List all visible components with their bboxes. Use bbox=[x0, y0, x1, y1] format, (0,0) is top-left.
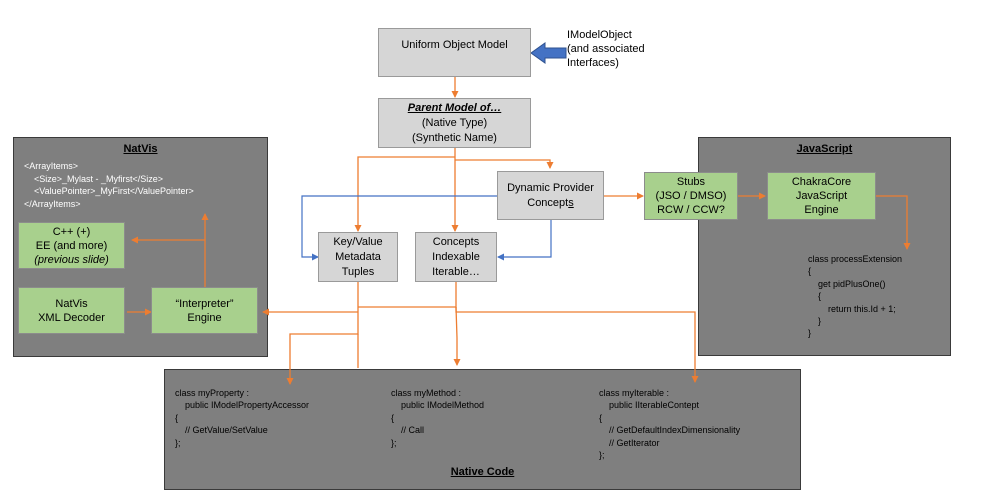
interpreter-line1: “Interpreter” bbox=[175, 297, 234, 310]
cpp-ee-line3: (previous slide) bbox=[34, 253, 109, 266]
cpp-ee-line2: EE (and more) bbox=[35, 239, 108, 252]
stubs-line1: Stubs bbox=[676, 176, 706, 188]
imodel-note-line2: (and associated bbox=[567, 43, 645, 55]
parent-model-title: Parent Model of… bbox=[407, 101, 502, 114]
native-code-myiterable: class myIterable : public IIterableConte… bbox=[599, 388, 741, 461]
javascript-code-snippet: class processExtension { get pidPlusOne(… bbox=[808, 254, 903, 339]
interpreter-engine-box: “Interpreter” Engine bbox=[151, 287, 258, 334]
imodel-note-line3: Interfaces) bbox=[567, 57, 619, 69]
stubs-line2: (JSO / DMSO) bbox=[655, 190, 727, 202]
stubs-box: Stubs (JSO / DMSO) RCW / CCW? bbox=[644, 172, 738, 220]
concepts-line2: Indexable bbox=[432, 250, 480, 263]
dynamic-provider-box: Dynamic Provider Concepts bbox=[497, 171, 604, 220]
native-code-mymethod: class myMethod : public IModelMethod { /… bbox=[391, 388, 485, 448]
uniform-object-model-box: Uniform Object Model bbox=[378, 28, 531, 77]
cpp-ee-box: C++ (+) EE (and more) (previous slide) bbox=[18, 222, 125, 269]
parent-model-synthetic-name: (Synthetic Name) bbox=[412, 131, 497, 144]
concepts-line1: Concepts bbox=[432, 235, 480, 248]
dynamic-provider-s: s bbox=[568, 196, 574, 209]
chakracore-line3: Engine bbox=[804, 204, 839, 216]
parent-model-native-type: (Native Type) bbox=[421, 116, 488, 129]
imodel-arrow-icon bbox=[530, 42, 567, 64]
native-code-panel: class myProperty : public IModelProperty… bbox=[164, 369, 801, 490]
uniform-object-model-label: Uniform Object Model bbox=[401, 39, 508, 51]
dynamic-provider-line1: Dynamic Provider bbox=[507, 181, 594, 194]
chakracore-box: ChakraCore JavaScript Engine bbox=[767, 172, 876, 220]
interpreter-line2: Engine bbox=[187, 311, 222, 324]
keyvalue-tuples-box: Key/Value Metadata Tuples bbox=[318, 232, 398, 282]
chakracore-line1: ChakraCore bbox=[791, 176, 852, 188]
imodel-object-note: IModelObject (and associated Interfaces) bbox=[567, 28, 645, 70]
concepts-line3: Iterable… bbox=[432, 265, 480, 278]
native-code-myproperty: class myProperty : public IModelProperty… bbox=[175, 388, 310, 448]
concepts-box: Concepts Indexable Iterable… bbox=[415, 232, 497, 282]
parent-model-box: Parent Model of… (Native Type) (Syntheti… bbox=[378, 98, 531, 148]
keyvalue-line3: Tuples bbox=[341, 265, 375, 278]
keyvalue-line2: Metadata bbox=[335, 250, 381, 263]
native-code-title: Native Code bbox=[450, 466, 515, 478]
natvis-xml-decoder-box: NatVis XML Decoder bbox=[18, 287, 125, 334]
stubs-line3: RCW / CCW? bbox=[657, 204, 725, 216]
cpp-ee-line1: C++ (+) bbox=[52, 225, 91, 238]
imodel-note-line1: IModelObject bbox=[567, 29, 632, 41]
natvis-xml-snippet: <ArrayItems> <Size>_Mylast - _Myfirst</S… bbox=[24, 161, 194, 209]
javascript-title: JavaScript bbox=[796, 143, 853, 155]
dynamic-provider-concept: Concept bbox=[527, 196, 569, 209]
chakracore-line2: JavaScript bbox=[795, 190, 848, 202]
dynamic-provider-line2: Concepts bbox=[527, 196, 573, 211]
natvis-decoder-line1: NatVis bbox=[55, 297, 88, 310]
natvis-decoder-line2: XML Decoder bbox=[38, 311, 105, 324]
keyvalue-line1: Key/Value bbox=[333, 235, 383, 248]
natvis-title: NatVis bbox=[123, 143, 158, 155]
